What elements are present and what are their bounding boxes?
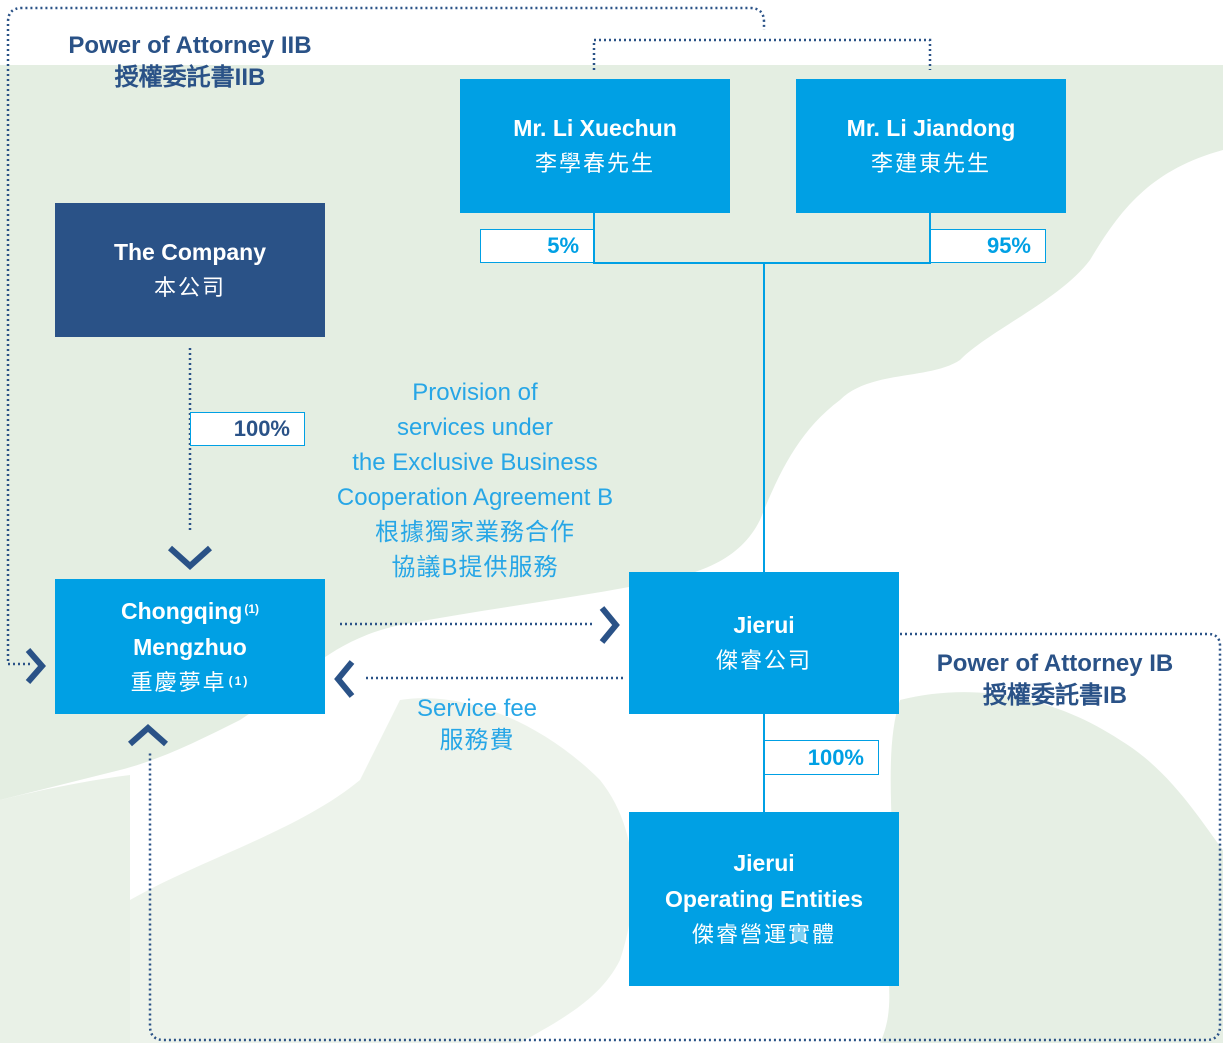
poa-ib-label: Power of Attorney IB 授權委託書IB — [905, 648, 1205, 712]
poa-iib-label: Power of Attorney IIB 授權委託書IIB — [40, 30, 340, 94]
service-fee-zh: 服務費 — [439, 727, 515, 754]
chongqing-zh-note-marker: (1) — [228, 673, 250, 688]
arrow-left-to-chongqing — [334, 660, 355, 698]
services-label-line: Provision of — [412, 379, 538, 406]
li-xuechun-box: Mr. Li Xuechun 李學春先生 — [460, 79, 730, 213]
arrow-down-to-chongqing — [167, 545, 213, 571]
arrow-right-to-chongqing — [25, 648, 46, 684]
poa-ib-zh: 授權委託書IB — [983, 682, 1127, 709]
jierui-box: Jierui 傑睿公司 — [629, 572, 899, 714]
jierui-name-zh: 傑睿公司 — [715, 648, 812, 673]
service-fee-en: Service fee — [416, 695, 538, 722]
arrow-up-to-chongqing — [128, 723, 168, 747]
company-name-zh: 本公司 — [153, 275, 226, 300]
services-label: Provision of services under the Exclusiv… — [295, 375, 655, 585]
jierui-share: 100% — [764, 740, 879, 775]
shareholder-connector — [593, 213, 931, 264]
operating-entities-name-zh: 傑睿營運實體 — [691, 922, 836, 947]
poa-iib-top-bracket — [592, 38, 932, 70]
jierui-name-en: Jierui — [733, 612, 795, 638]
li-jiandong-box: Mr. Li Jiandong 李建東先生 — [796, 79, 1066, 213]
company-share: 100% — [190, 412, 305, 446]
chongqing-note-marker: (1) — [244, 601, 260, 616]
li-jiandong-name-en: Mr. Li Jiandong — [846, 115, 1016, 141]
poa-ib-en: Power of Attorney IB — [936, 650, 1174, 677]
poa-iib-dotted-line — [6, 6, 766, 666]
li-xuechun-name-zh: 李學春先生 — [534, 151, 655, 176]
operating-entities-box: Jierui Operating Entities 傑睿營運實體 — [629, 812, 899, 986]
poa-iib-en: Power of Attorney IIB — [68, 32, 312, 59]
li-jiandong-name-zh: 李建東先生 — [870, 151, 991, 176]
services-label-line: 協議B提供服務 — [391, 554, 559, 581]
service-fee-label: Service fee 服務費 — [377, 693, 577, 757]
li-xuechun-name-en: Mr. Li Xuechun — [513, 115, 677, 141]
chongqing-mengzhuo-box: Chongqing(1) Mengzhuo 重慶夢卓(1) — [55, 579, 325, 714]
company-box: The Company 本公司 — [55, 203, 325, 337]
services-label-line: 根據獨家業務合作 — [375, 519, 575, 546]
company-name-en: The Company — [113, 239, 267, 265]
chongqing-name-zh-line: 重慶夢卓(1) — [130, 669, 250, 695]
operating-entities-line2: Operating Entities — [664, 886, 864, 912]
poa-ib-dotted-line — [148, 632, 1222, 1042]
services-label-line: Cooperation Agreement B — [336, 484, 614, 511]
services-label-line: the Exclusive Business — [352, 449, 598, 476]
li-xuechun-share: 5% — [480, 229, 594, 263]
poa-iib-zh: 授權委託書IIB — [114, 64, 266, 91]
services-label-line: services under — [396, 414, 554, 441]
chongqing-name-line1: Chongqing(1) — [120, 597, 260, 624]
operating-entities-line1: Jierui — [733, 850, 795, 876]
li-jiandong-share: 95% — [930, 229, 1046, 263]
chongqing-name-line2: Mengzhuo — [133, 633, 247, 660]
arrow-right-to-jierui — [599, 606, 620, 644]
